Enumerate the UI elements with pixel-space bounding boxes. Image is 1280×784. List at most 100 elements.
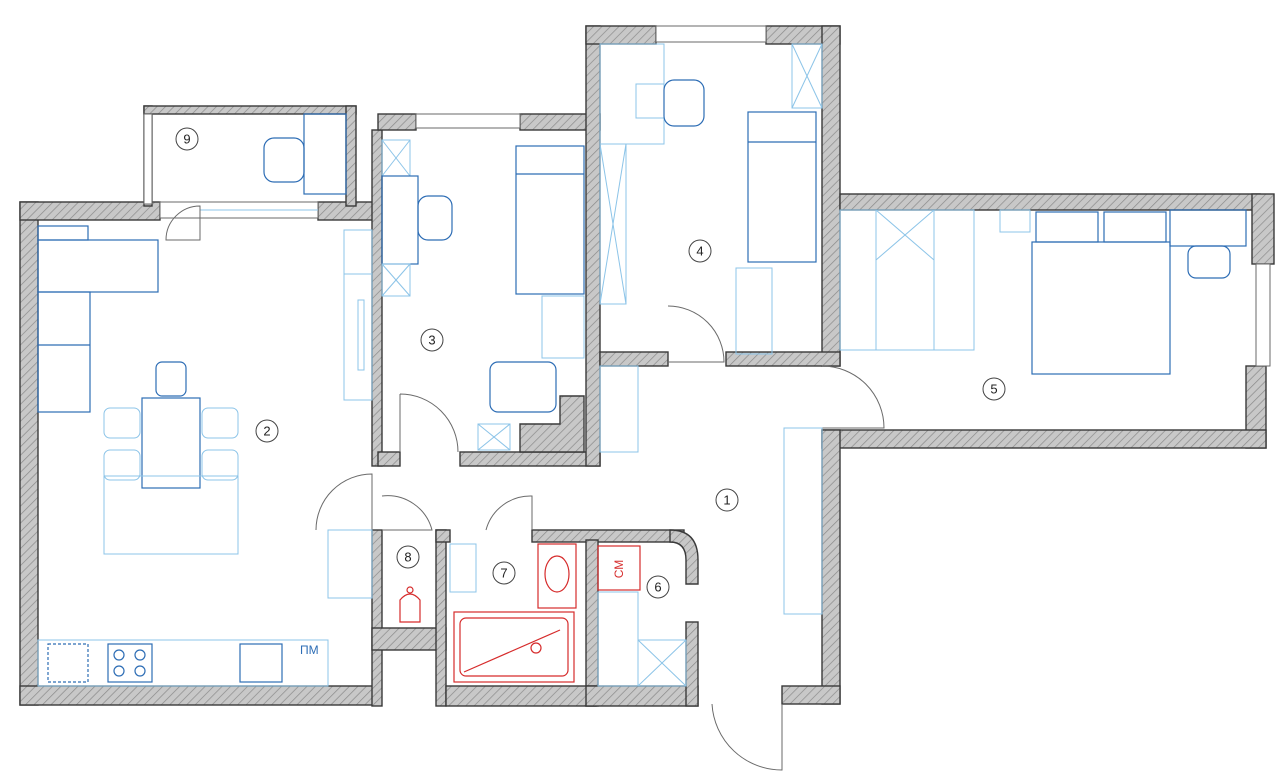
- room3-box: [477, 423, 511, 451]
- door-entrance: [711, 703, 783, 771]
- sofa-back: [37, 239, 159, 293]
- room4-wardrobe: [599, 143, 627, 305]
- corridor-wardrobe: [783, 427, 823, 615]
- sofa-arm: [37, 225, 89, 241]
- room-marker-9: 9: [175, 127, 199, 151]
- wall-wc-bottom: [371, 627, 447, 651]
- wall-room4-bottom-b: [725, 351, 841, 367]
- chair: [103, 407, 141, 439]
- wall-room5-top: [839, 193, 1261, 211]
- wall-room4-bottom-a: [599, 351, 669, 367]
- windows: [143, 25, 1271, 367]
- door-room3: [399, 393, 459, 453]
- window-balcony: [143, 113, 153, 205]
- sofa-side: [37, 291, 91, 413]
- room5-pillow: [1103, 211, 1167, 243]
- wall-rounded-corner: [669, 529, 699, 585]
- wall-room5-bottom: [821, 429, 1267, 449]
- door-wc: [381, 495, 433, 531]
- wall-balcony-right: [345, 105, 357, 207]
- door-living: [315, 473, 373, 531]
- wall-wc-left: [371, 529, 383, 707]
- room5-desk: [1169, 209, 1247, 247]
- room-marker-3: 3: [420, 328, 444, 352]
- wall-top-living-a: [19, 201, 161, 221]
- room5-chair: [1187, 245, 1231, 279]
- kitchen-counter: [37, 639, 329, 687]
- window-room4: [655, 25, 767, 43]
- room3-wardrobe: [541, 295, 585, 359]
- dishwasher-label: ПМ: [300, 643, 319, 657]
- room-number: 4: [696, 244, 703, 259]
- room-marker-1: 1: [715, 488, 739, 512]
- room-marker-7: 7: [492, 561, 516, 585]
- room-number: 6: [654, 580, 661, 595]
- washing-machine: [597, 545, 641, 591]
- wall-balcony-top: [143, 105, 357, 115]
- tv: [357, 299, 365, 371]
- wall-closet-right: [685, 621, 699, 707]
- oven: [239, 643, 283, 683]
- room3-armchair: [489, 361, 557, 413]
- room3-chair: [417, 195, 453, 241]
- door-room5: [821, 365, 885, 429]
- room-number: 3: [428, 333, 435, 348]
- wall-room3-top-a: [377, 113, 417, 131]
- stove: [107, 643, 153, 683]
- chair: [201, 449, 239, 481]
- room-number: 5: [990, 382, 997, 397]
- door-room4: [667, 305, 725, 363]
- room4-chair: [663, 79, 705, 127]
- wall-corridor-right: [821, 429, 841, 705]
- walls: [19, 25, 1275, 707]
- room-numbers: 1 2 3 4 5 6 7 8 9: [175, 127, 1006, 599]
- room4-shelf: [791, 43, 823, 109]
- wall-bath-bottom: [445, 685, 597, 707]
- wall-bath-top-a: [435, 529, 451, 543]
- chair: [155, 361, 187, 397]
- toilet: [399, 593, 421, 623]
- room4-bed: [747, 111, 817, 263]
- wall-room3-bottom-a: [377, 451, 401, 467]
- room-number: 9: [183, 132, 190, 147]
- room-marker-8: 8: [396, 545, 420, 569]
- chair: [201, 407, 239, 439]
- room4-desk: [599, 43, 665, 145]
- wall-room4-top-a: [585, 25, 657, 45]
- wall-bottom-kitchen: [19, 685, 381, 706]
- room4-cabinet: [635, 83, 665, 119]
- room-number: 7: [500, 566, 507, 581]
- wall-room4-right: [821, 25, 841, 367]
- wall-bath-closet: [585, 539, 599, 707]
- tv-stand: [343, 229, 373, 401]
- room-marker-5: 5: [982, 377, 1006, 401]
- room-number: 2: [263, 424, 270, 439]
- room5-bed: [1031, 241, 1171, 375]
- sink-kitchen: [47, 643, 89, 683]
- bath-sink: [537, 543, 577, 609]
- balcony-desk: [303, 113, 347, 195]
- door-bath: [485, 495, 533, 531]
- wall-living-room3: [371, 129, 383, 467]
- wall-corridor-bottom: [781, 685, 841, 705]
- wall-bath-top-b: [531, 529, 685, 543]
- wall-room5-right-a: [1251, 193, 1275, 265]
- room-number: 8: [404, 550, 411, 565]
- room-marker-4: 4: [688, 239, 712, 263]
- room4-dresser: [735, 267, 773, 355]
- furniture: ПМ: [37, 43, 1247, 687]
- room3-shelf: [381, 263, 411, 297]
- wall-room3-bottom-b: [459, 451, 601, 467]
- bath-shelf: [449, 543, 477, 593]
- rug: [103, 475, 239, 555]
- washing-machine-label: СМ: [612, 560, 626, 579]
- room-number: 1: [723, 493, 730, 508]
- room3-desk: [381, 175, 419, 265]
- wall-room3-step: [519, 395, 585, 453]
- window-room5: [1255, 263, 1271, 367]
- room5-nightstand: [999, 209, 1031, 233]
- door-balcony: [165, 205, 201, 241]
- closet-shelves: [597, 591, 639, 687]
- room5-wardrobe: [839, 209, 975, 351]
